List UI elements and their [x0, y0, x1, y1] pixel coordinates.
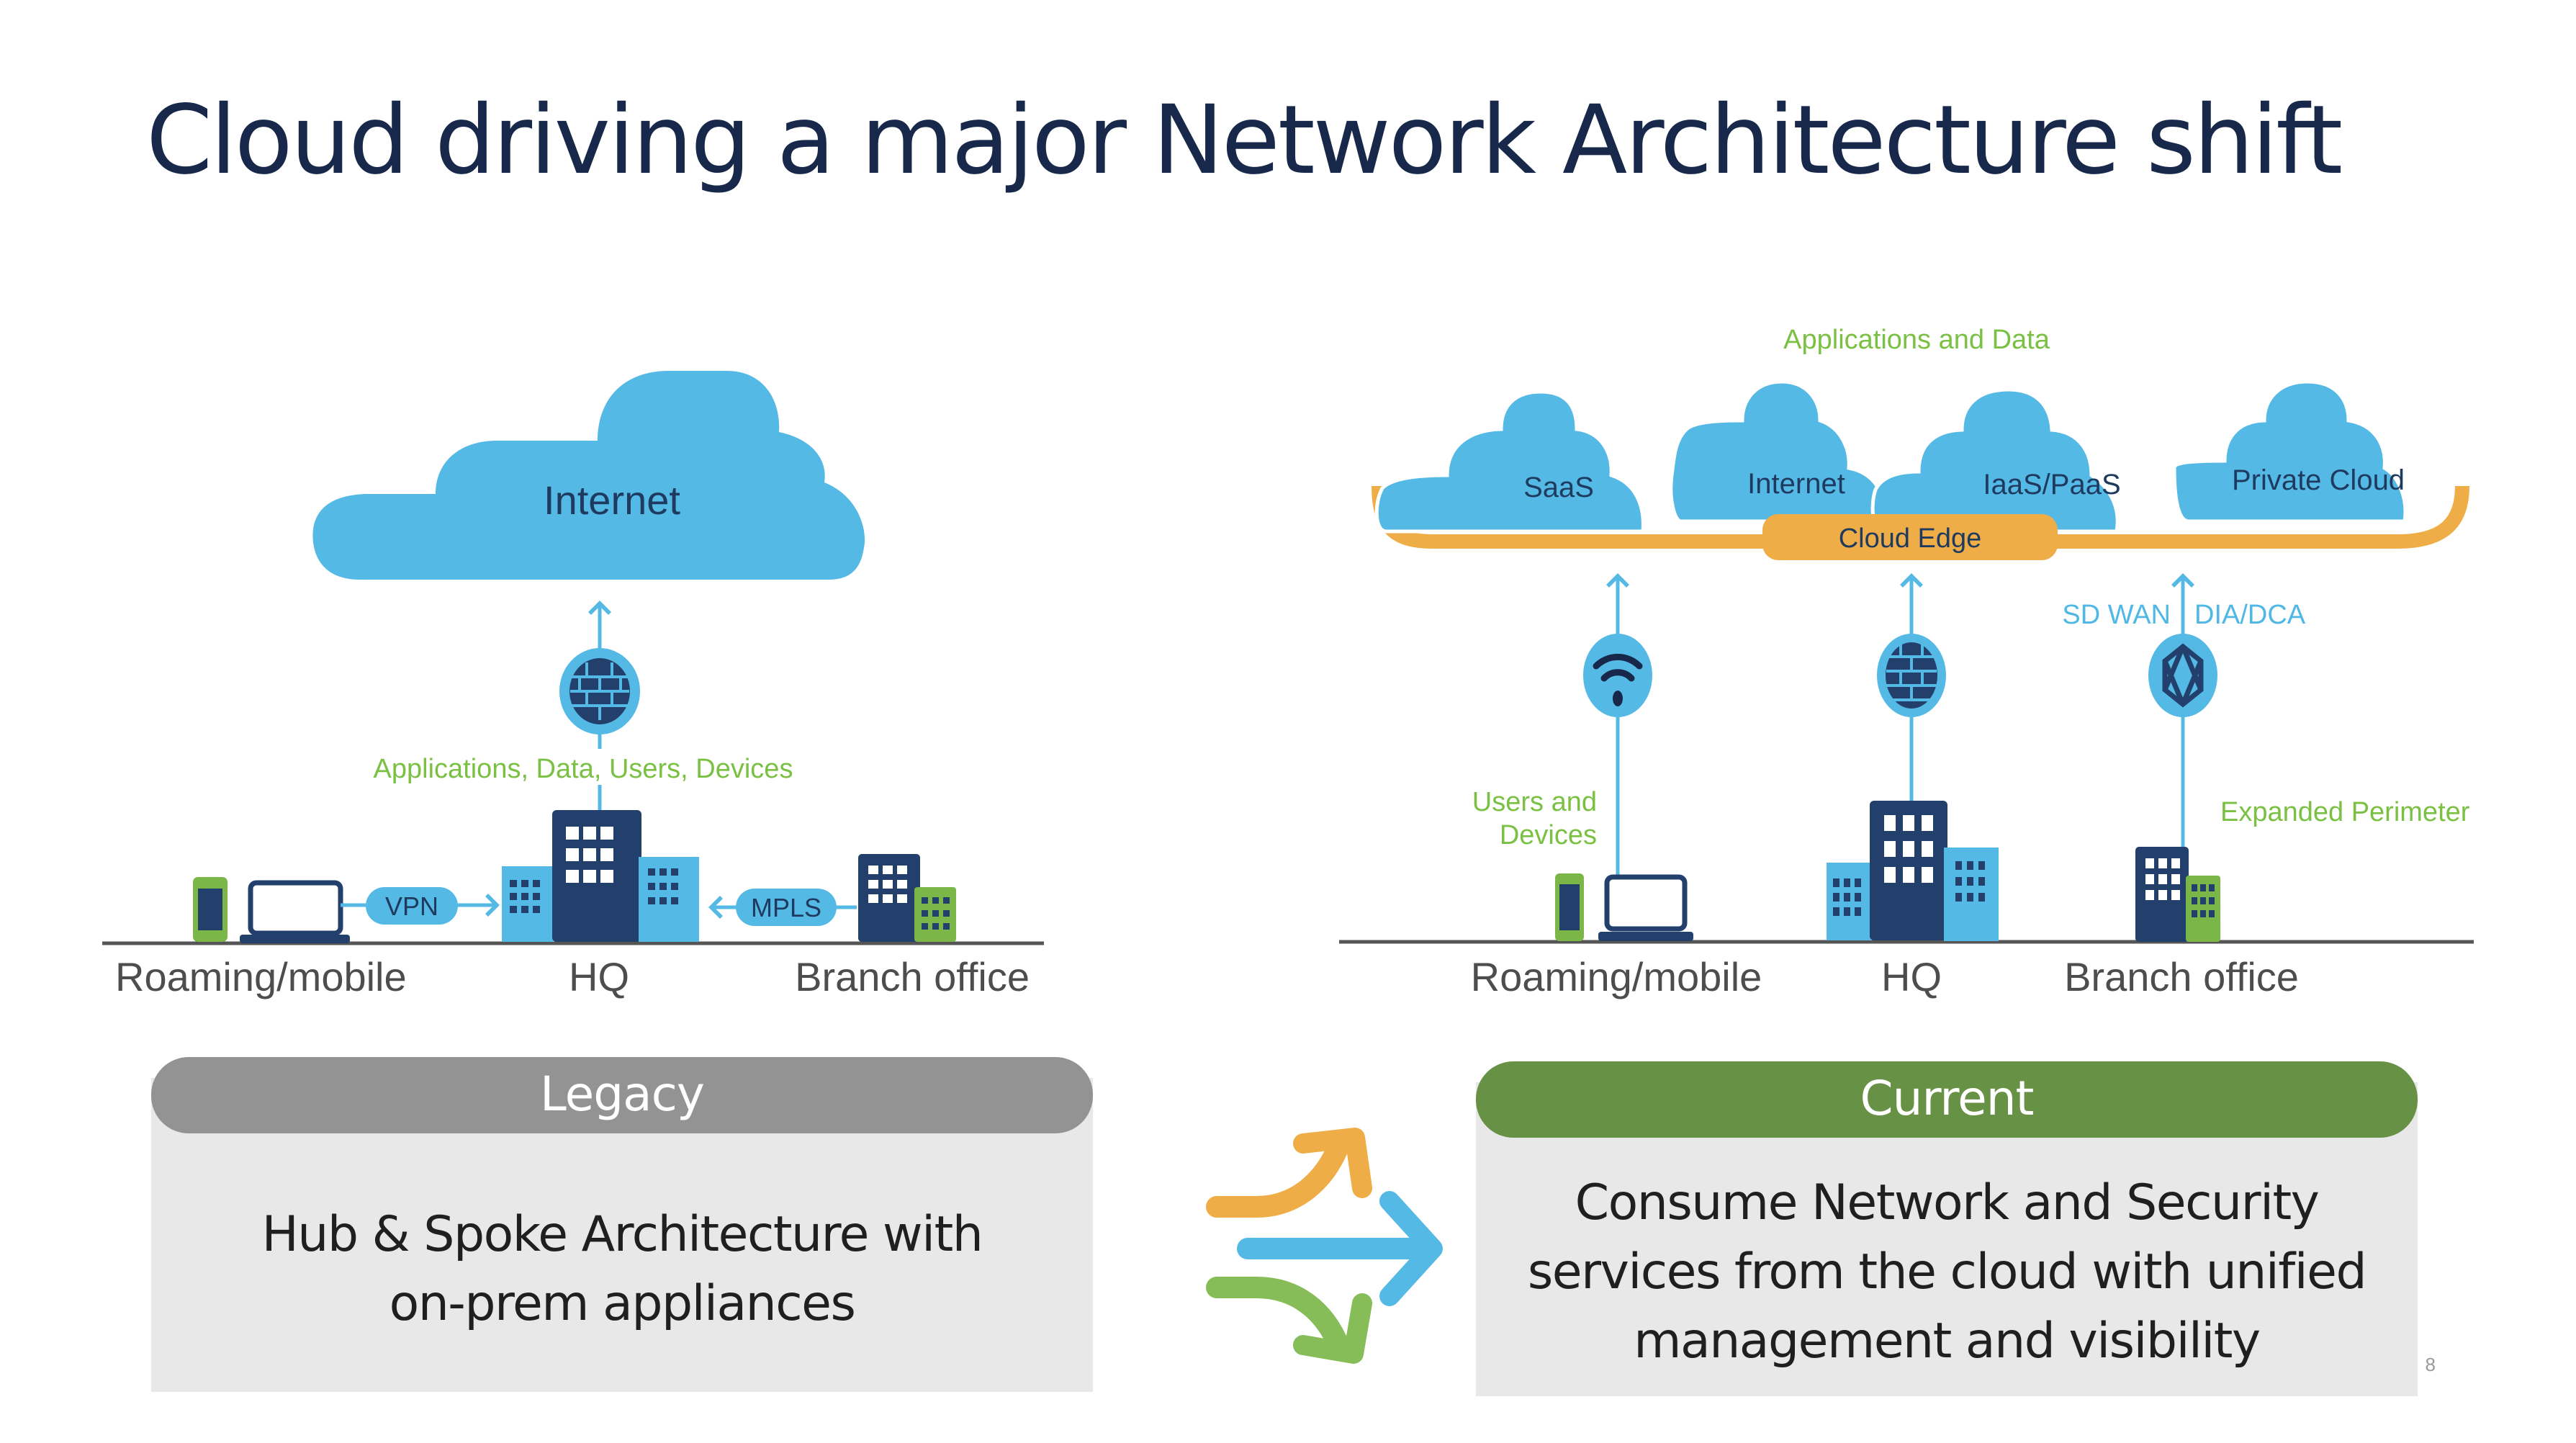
iaas-paas-label: IaaS/PaaS — [1983, 469, 2120, 500]
firewall-icon — [559, 648, 640, 734]
private-cloud-label: Private Cloud — [2232, 464, 2405, 496]
internet-label: Internet — [1747, 468, 1845, 500]
legacy-location-branch: Branch office — [795, 954, 1030, 999]
transition-arrows-icon — [1206, 1128, 1443, 1364]
laptop-icon — [240, 880, 350, 943]
sdwan-label: SD WAN — [2062, 600, 2171, 630]
saas-label: SaaS — [1523, 472, 1594, 503]
vpn-badge: VPN — [366, 887, 458, 925]
saas-cloud-icon: SaaS — [1374, 390, 1645, 534]
legacy-card-header: Legacy — [151, 1057, 1093, 1133]
current-card-body: Consume Network and Security services fr… — [1476, 1169, 2418, 1376]
users-devices-label-line2: Devices — [1500, 820, 1597, 850]
cloud-edge-label: Cloud Edge — [1839, 523, 1982, 554]
hq-building-icon — [1827, 801, 1999, 941]
current-card-body-line1: Consume Network and Security — [1575, 1174, 2320, 1231]
applications-data-label: Applications and Data — [1783, 325, 2050, 355]
vpn-label: VPN — [385, 891, 438, 921]
legacy-flow-label: Applications, Data, Users, Devices — [374, 754, 793, 784]
sdwan-router-icon — [2148, 634, 2217, 717]
internet-cloud-icon: Internet — [312, 371, 865, 580]
current-location-roaming: Roaming/mobile — [1471, 954, 1762, 999]
legacy-location-hq: HQ — [569, 954, 629, 999]
branch-building-icon — [2135, 847, 2220, 942]
current-diagram: Applications and Data SaaS Internet IaaS… — [1339, 325, 2474, 999]
dia-dca-label: DIA/DCA — [2194, 600, 2306, 630]
hq-building-icon — [502, 810, 699, 942]
internet-cloud-label: Internet — [544, 477, 680, 523]
branch-building-icon — [858, 854, 956, 942]
mpls-badge: MPLS — [736, 889, 837, 926]
legacy-card: Legacy Hub & Spoke Architecture with on-… — [151, 1057, 1093, 1392]
users-devices-label-line1: Users and — [1472, 787, 1597, 817]
phone-icon — [193, 877, 228, 942]
legacy-location-roaming: Roaming/mobile — [115, 954, 407, 999]
current-card-body-line2: services from the cloud with unified — [1527, 1244, 2367, 1300]
slide-title: Cloud driving a major Network Architectu… — [146, 85, 2343, 196]
legacy-diagram: Internet Applications, Data, Users, Devi… — [102, 371, 1044, 999]
legacy-card-body-line1: Hub & Spoke Architecture with — [261, 1206, 983, 1263]
mpls-label: MPLS — [751, 893, 821, 922]
iaas-paas-cloud-icon: IaaS/PaaS — [1870, 387, 2121, 534]
current-card-body-line3: management and visibility — [1634, 1313, 2261, 1370]
private-cloud-icon: Private Cloud — [2172, 379, 2408, 523]
current-location-branch: Branch office — [2064, 954, 2299, 999]
phone-icon — [1555, 873, 1584, 941]
current-card: Current Consume Network and Security ser… — [1476, 1061, 2418, 1396]
wifi-icon — [1583, 634, 1652, 717]
firewall-icon — [1877, 634, 1946, 717]
legacy-card-body: Hub & Spoke Architecture with on-prem ap… — [151, 1200, 1093, 1339]
cloud-edge-badge: Cloud Edge — [1762, 514, 2058, 560]
expanded-perimeter-label: Expanded Perimeter — [2220, 797, 2470, 827]
laptop-icon — [1598, 874, 1693, 941]
current-location-hq: HQ — [1881, 954, 1942, 999]
internet-cloud-icon: Internet — [1669, 379, 1887, 523]
page-number: 8 — [2425, 1354, 2436, 1375]
current-card-header: Current — [1476, 1061, 2418, 1138]
legacy-card-body-line2: on-prem appliances — [389, 1275, 856, 1332]
